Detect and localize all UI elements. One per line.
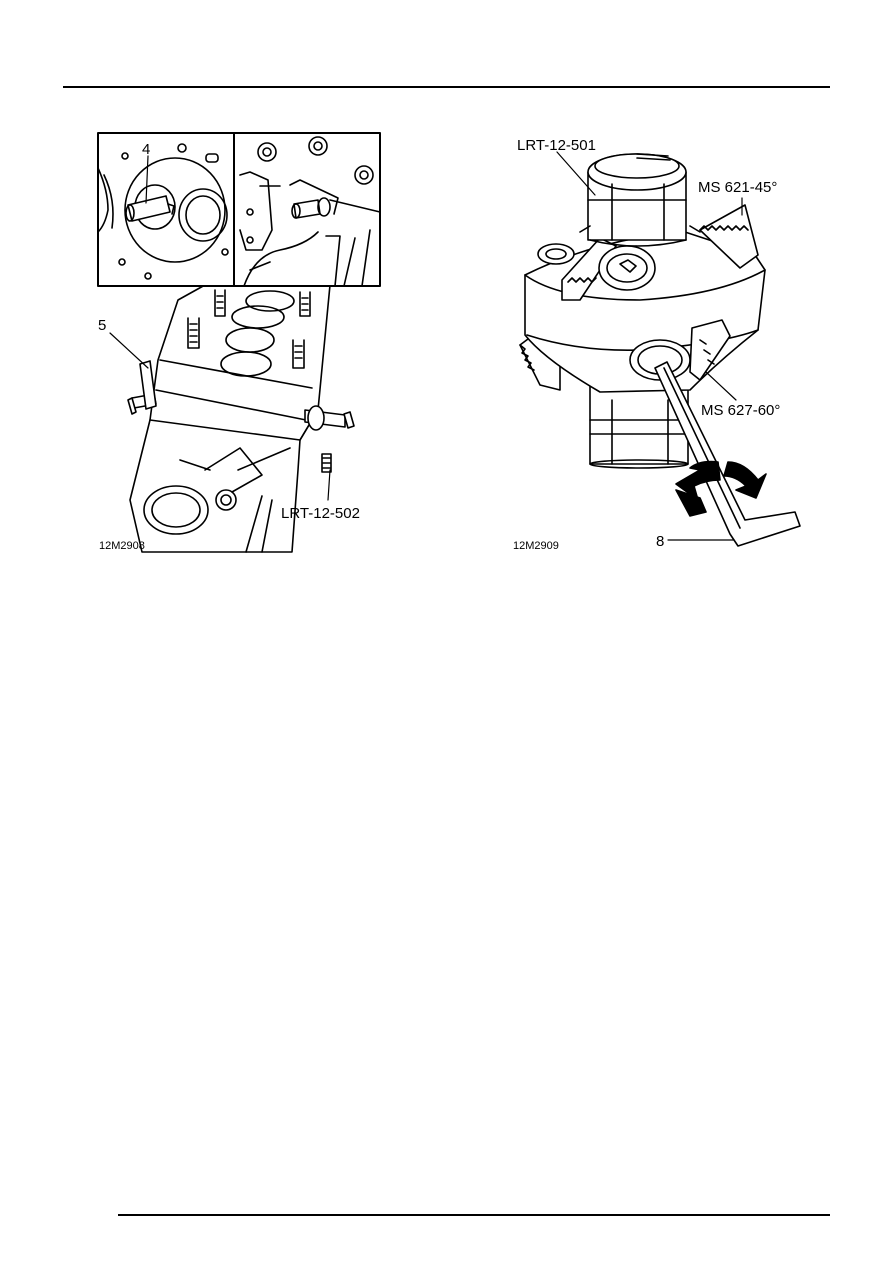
header-rule xyxy=(63,86,830,88)
cylinder-head-illustration xyxy=(127,284,355,553)
figure-caption-12m2909: 12M2909 xyxy=(513,540,559,552)
callout-lrt-12-501: LRT-12-501 xyxy=(517,137,596,154)
callout-8: 8 xyxy=(656,533,664,550)
inset-panel xyxy=(97,132,381,287)
callout-ms-621: MS 621-45° xyxy=(698,179,777,196)
leader-lines xyxy=(556,151,743,541)
callout-5: 5 xyxy=(98,317,106,334)
callout-4: 4 xyxy=(142,141,150,158)
footer-rule xyxy=(118,1214,830,1216)
cutter-tool-illustration xyxy=(519,153,801,547)
callout-ms-627: MS 627-60° xyxy=(701,402,780,419)
leader-lines xyxy=(109,155,331,501)
figure-caption-12m2908: 12M2908 xyxy=(99,540,145,552)
figure-12m2908: 4 5 LRT-12-502 12M2908 xyxy=(97,132,381,553)
figure-12m2909: LRT-12-501 MS 621-45° MS 627-60° 8 12M29… xyxy=(513,137,801,552)
callout-lrt-12-502: LRT-12-502 xyxy=(281,505,360,522)
